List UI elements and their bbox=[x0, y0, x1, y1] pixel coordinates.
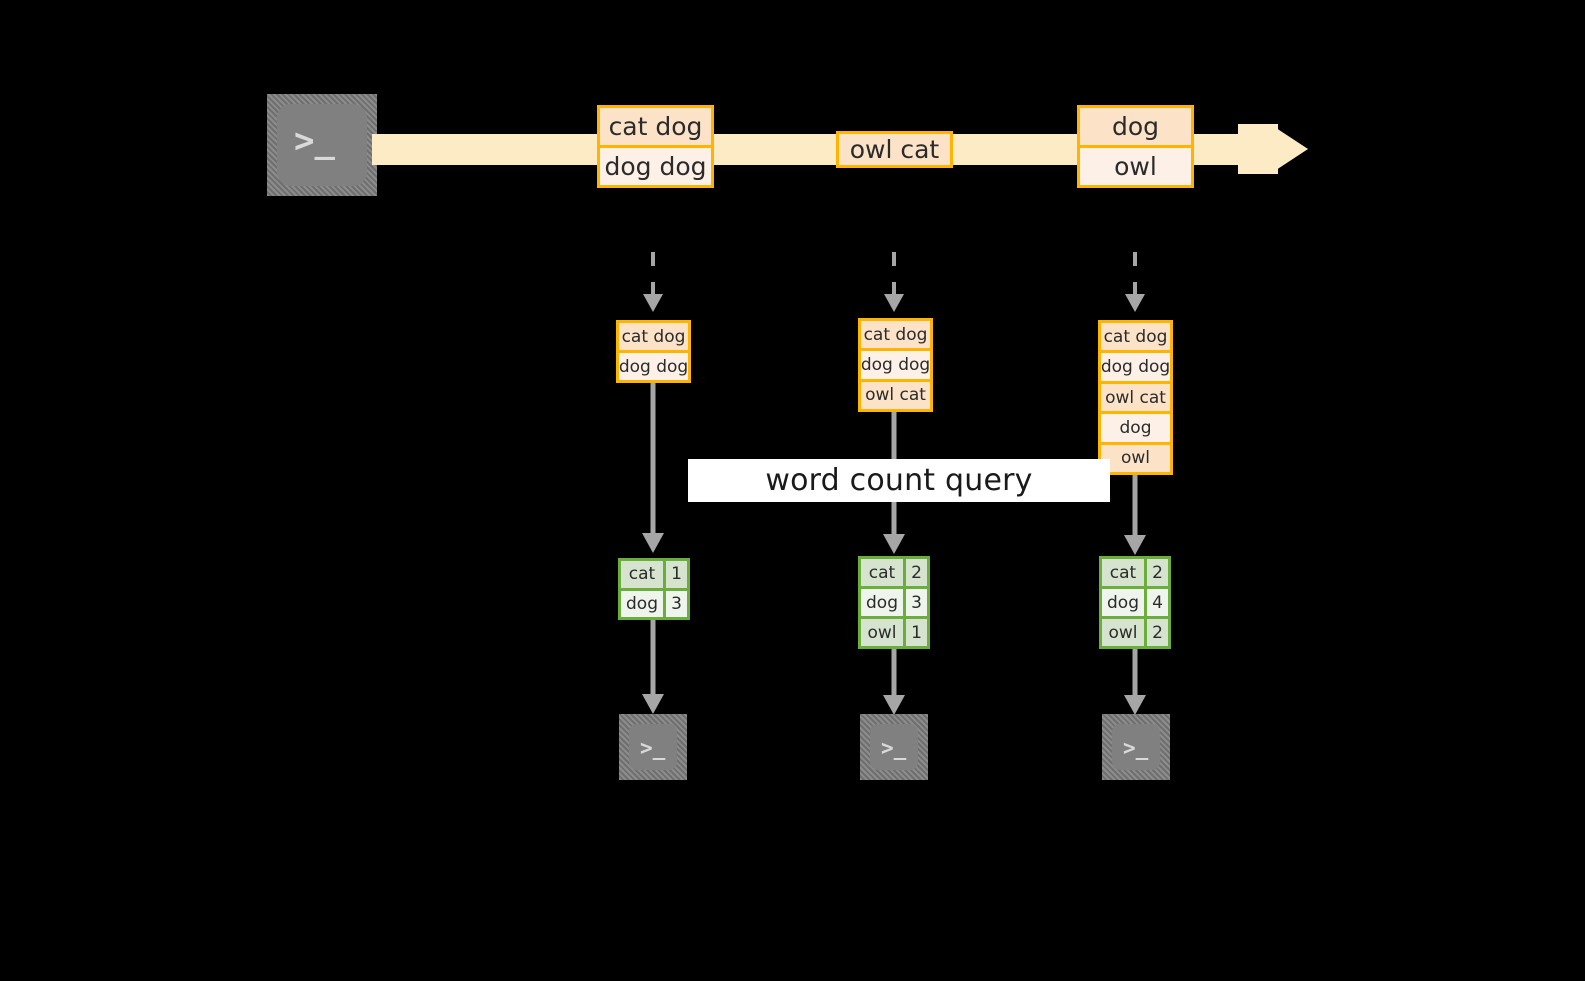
table-row: dog 3 bbox=[861, 586, 927, 616]
table-row: dog 3 bbox=[621, 587, 687, 617]
snapshot-1-input-stack: cat dog dog dog bbox=[616, 320, 691, 383]
result-word: dog bbox=[621, 590, 663, 617]
result-count: 1 bbox=[903, 619, 927, 646]
snapshot-1-consumer-terminal-icon: >_ bbox=[619, 714, 687, 780]
table-row: owl 2 bbox=[1102, 616, 1168, 646]
result-word: cat bbox=[861, 559, 903, 586]
dashed-arrow-col-1 bbox=[639, 252, 667, 314]
stream-batch-2: owl cat bbox=[836, 131, 953, 168]
stream-batch-3-line-2: owl bbox=[1080, 145, 1191, 185]
result-count: 2 bbox=[1144, 559, 1168, 586]
result-word: owl bbox=[861, 619, 903, 646]
snapshot-2-input-stack: cat dog dog dog owl cat bbox=[858, 318, 933, 412]
snapshot-3-input-line-4: dog bbox=[1101, 411, 1170, 442]
snapshot-3-input-line-2: dog dog bbox=[1101, 350, 1170, 381]
table-row: dog 4 bbox=[1102, 586, 1168, 616]
terminal-prompt-glyph: >_ bbox=[881, 736, 907, 760]
dashed-arrow-col-2 bbox=[880, 252, 908, 314]
snapshot-3-consumer-terminal-icon: >_ bbox=[1102, 714, 1170, 780]
table-row: cat 2 bbox=[861, 559, 927, 586]
result-count: 3 bbox=[663, 590, 687, 617]
stream-batch-1: cat dog dog dog bbox=[597, 105, 714, 188]
result-word: cat bbox=[621, 561, 663, 588]
terminal-screen: >_ bbox=[277, 104, 367, 186]
snapshot-3-input-line-3: owl cat bbox=[1101, 380, 1170, 412]
snapshot-3-input-line-5: owl bbox=[1101, 441, 1170, 473]
stream-batch-3: dog owl bbox=[1077, 105, 1194, 188]
result-word: dog bbox=[861, 589, 903, 616]
table-row: cat 1 bbox=[621, 561, 687, 588]
query-arrow-col-1 bbox=[639, 383, 667, 555]
result-count: 3 bbox=[903, 589, 927, 616]
snapshot-1-input-line-1: cat dog bbox=[619, 323, 688, 350]
result-count: 2 bbox=[903, 559, 927, 586]
output-arrow-col-2 bbox=[880, 649, 908, 717]
table-row: owl 1 bbox=[861, 616, 927, 646]
terminal-screen: >_ bbox=[629, 724, 677, 770]
snapshot-2-input-line-1: cat dog bbox=[861, 321, 930, 349]
terminal-prompt-glyph: >_ bbox=[1123, 736, 1149, 760]
snapshot-2-input-line-3: owl cat bbox=[861, 378, 930, 409]
snapshot-2-input-line-2: dog dog bbox=[861, 348, 930, 379]
output-arrow-col-3 bbox=[1121, 649, 1149, 717]
result-word: dog bbox=[1102, 589, 1144, 616]
stream-batch-1-line-2: dog dog bbox=[600, 145, 711, 185]
snapshot-2-result-table: cat 2 dog 3 owl 1 bbox=[858, 556, 930, 649]
result-count: 2 bbox=[1144, 619, 1168, 646]
snapshot-1-result-table: cat 1 dog 3 bbox=[618, 558, 690, 620]
result-count: 4 bbox=[1144, 589, 1168, 616]
terminal-screen: >_ bbox=[1112, 724, 1160, 770]
terminal-prompt-glyph: >_ bbox=[294, 121, 335, 161]
stream-batch-2-line-1: owl cat bbox=[839, 134, 950, 165]
producer-terminal-icon: >_ bbox=[267, 94, 377, 196]
snapshot-3-result-table: cat 2 dog 4 owl 2 bbox=[1099, 556, 1171, 649]
stream-batch-1-line-1: cat dog bbox=[600, 108, 711, 145]
result-word: owl bbox=[1102, 619, 1144, 646]
dashed-arrow-col-3 bbox=[1121, 252, 1149, 314]
snapshot-3-input-line-1: cat dog bbox=[1101, 323, 1170, 351]
stream-arrowhead-icon bbox=[1238, 124, 1308, 174]
snapshot-2-consumer-terminal-icon: >_ bbox=[860, 714, 928, 780]
query-label-text: word count query bbox=[765, 463, 1033, 498]
terminal-screen: >_ bbox=[870, 724, 918, 770]
terminal-prompt-glyph: >_ bbox=[640, 736, 666, 760]
output-arrow-col-1 bbox=[639, 620, 667, 716]
query-arrow-col-3 bbox=[1121, 475, 1149, 557]
result-word: cat bbox=[1102, 559, 1144, 586]
snapshot-1-input-line-2: dog dog bbox=[619, 350, 688, 380]
stream-batch-3-line-1: dog bbox=[1080, 108, 1191, 145]
query-label-band: word count query bbox=[688, 459, 1110, 502]
table-row: cat 2 bbox=[1102, 559, 1168, 586]
result-count: 1 bbox=[663, 561, 687, 588]
snapshot-3-input-stack: cat dog dog dog owl cat dog owl bbox=[1098, 320, 1173, 475]
